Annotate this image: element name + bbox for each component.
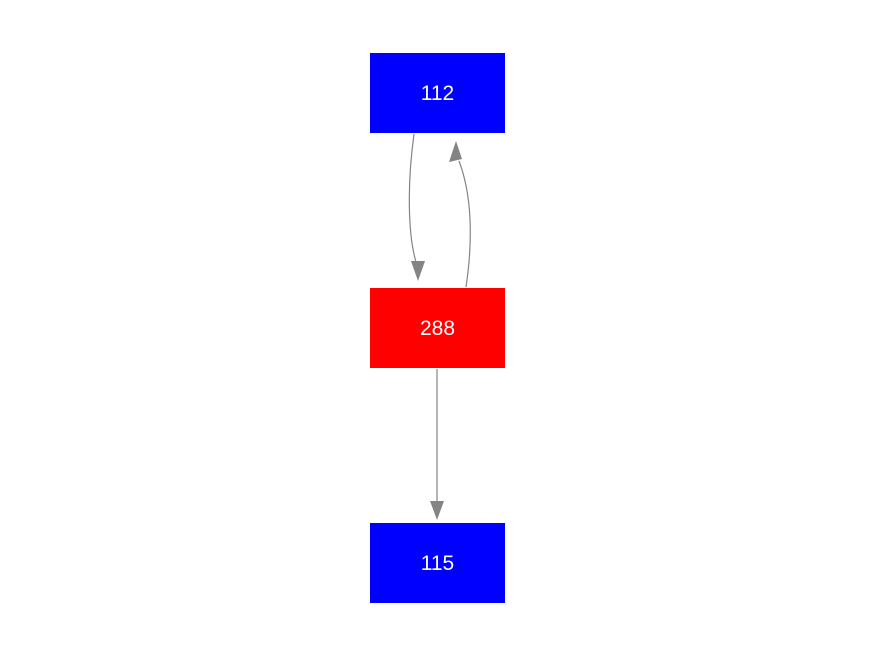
node-115[interactable]: 115: [370, 523, 505, 603]
node-288-label: 288: [419, 316, 456, 340]
edge-112-to-288: [408, 133, 425, 281]
node-288[interactable]: 288: [370, 288, 505, 368]
edge-288-to-112-arrowhead-icon: [449, 141, 462, 162]
edge-112-to-288-line: [408, 133, 417, 263]
node-112-label: 112: [420, 81, 455, 105]
edge-288-to-112-line: [458, 160, 471, 288]
node-112[interactable]: 112: [370, 53, 505, 133]
edge-288-to-112: [449, 141, 471, 288]
edge-288-to-115-arrowhead-icon: [430, 501, 444, 520]
edge-288-to-115: [430, 369, 444, 520]
edge-112-to-288-arrowhead-icon: [411, 261, 425, 281]
node-115-label: 115: [420, 551, 455, 575]
